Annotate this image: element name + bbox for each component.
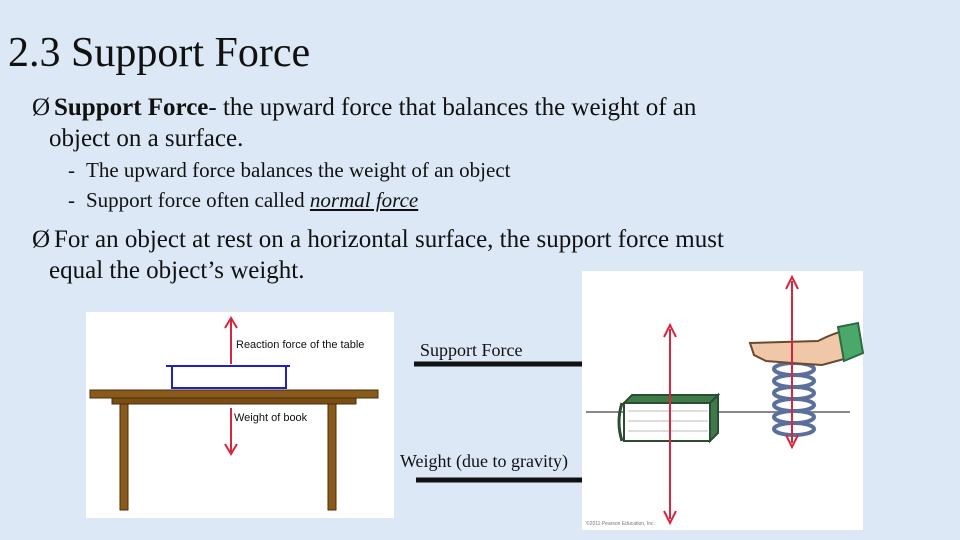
- bullet-arrow-icon: Ø: [32, 226, 51, 253]
- bullet1-line1: - the upward force that balances the wei…: [208, 94, 697, 121]
- term-support-force: Support Force: [54, 94, 209, 121]
- green-book-shape: [623, 402, 711, 442]
- weight-of-book-label: Weight of book: [234, 412, 308, 424]
- bullet2-line2: equal the object’s weight.: [49, 257, 305, 284]
- support-force-label: Support Force: [420, 340, 523, 360]
- sub-bullet-2-text: Support force often called: [86, 188, 310, 212]
- bullet-arrow-icon: Ø: [32, 94, 51, 121]
- reaction-force-label: Reaction force of the table: [236, 339, 365, 351]
- weight-gravity-label: Weight (due to gravity): [400, 451, 569, 471]
- normal-force-term: normal force: [309, 188, 419, 212]
- spring-book-drawing: [586, 274, 865, 526]
- sub-bullet-2: -Support force often called normal force: [68, 188, 419, 212]
- spring-book-figure: ©2011 Pearson Education, Inc.: [582, 271, 865, 530]
- sub-bullet-1: -The upward force balances the weight of…: [68, 158, 511, 182]
- bullet1-line2: object on a surface.: [49, 125, 244, 152]
- bullet2-line1: For an object at rest on a horizontal su…: [54, 226, 724, 253]
- book-shape: [171, 365, 287, 389]
- table-book-figure: Reaction force of the table Weight of bo…: [86, 312, 394, 518]
- slide-title: 2.3 Support Force: [8, 30, 311, 76]
- figure-credit: ©2011 Pearson Education, Inc.: [586, 521, 655, 527]
- table-book-drawing: [89, 316, 379, 511]
- spring-shape: [772, 361, 816, 437]
- table-top-shape: [89, 389, 379, 399]
- sub-bullet-1-text: The upward force balances the weight of …: [86, 158, 511, 182]
